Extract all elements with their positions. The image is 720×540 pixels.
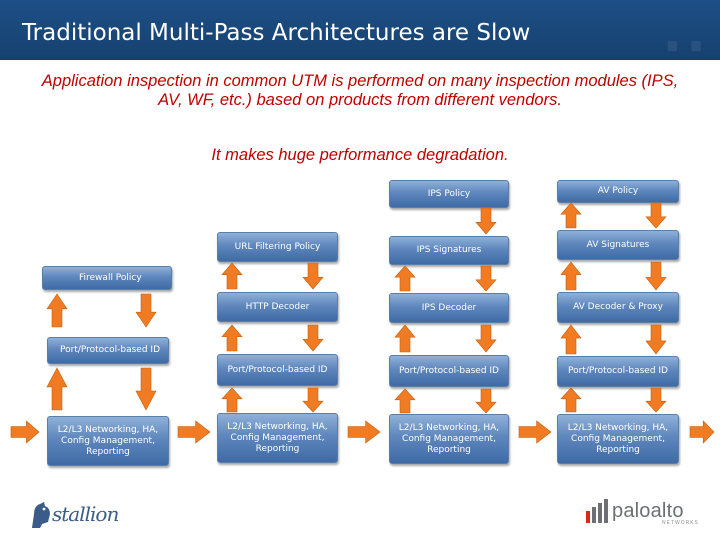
arrow-down: [302, 387, 324, 413]
arrow-down: [645, 261, 667, 291]
av-policy-box: AV Policy: [557, 180, 679, 203]
paloalto-bars-icon: [586, 499, 608, 523]
slide-title: Traditional Multi-Pass Architectures are…: [22, 20, 531, 46]
ips-base-box: L2/L3 Networking, HA, Config Management,…: [389, 414, 509, 464]
ips-policy-box: IPS Policy: [389, 180, 509, 208]
arrow-up: [221, 324, 243, 352]
arrow-down: [475, 324, 497, 353]
title-decoration: ..: [662, 4, 710, 64]
av-signatures-box: AV Signatures: [557, 230, 679, 260]
arrow-up: [560, 387, 582, 413]
arrow-right: [347, 420, 381, 444]
http-decoder-box: HTTP Decoder: [217, 292, 338, 322]
l2l3-base-box: L2/L3 Networking, HA, Config Management,…: [47, 416, 169, 466]
paloalto-logo: paloalto: [612, 500, 684, 522]
arrow-right: [177, 420, 211, 444]
url-base-box: L2/L3 Networking, HA, Config Management,…: [217, 413, 338, 463]
paloalto-networks-label: NETWORKS: [662, 520, 699, 526]
arrow-up: [221, 262, 243, 290]
arrow-down: [645, 387, 667, 413]
arrow-up: [46, 293, 68, 328]
av-port-id-box: Port/Protocol-based ID: [557, 356, 679, 387]
ips-decoder-box: IPS Decoder: [389, 293, 509, 323]
arrow-up: [221, 387, 243, 413]
arrow-up: [560, 202, 582, 229]
arrow-down: [645, 202, 667, 229]
arrow-up: [560, 324, 582, 355]
arrow-down: [475, 207, 497, 235]
stallion-logo: stallion: [52, 502, 119, 526]
arrow-down: [135, 367, 157, 411]
arrow-right: [689, 420, 715, 444]
slide-subtitle: Application inspection in common UTM is …: [41, 72, 679, 109]
firewall-policy-box: Firewall Policy: [42, 266, 172, 290]
arrow-up: [394, 388, 416, 414]
arrow-right: [518, 420, 552, 444]
arrow-down: [475, 265, 497, 292]
ips-signatures-box: IPS Signatures: [389, 236, 509, 265]
arrow-down: [475, 388, 497, 414]
title-bar: .. Traditional Multi-Pass Architectures …: [0, 0, 720, 64]
slide-emphasis: It makes huge performance degradation.: [211, 146, 509, 164]
arrow-up: [394, 324, 416, 353]
arrow-down: [645, 324, 667, 355]
arrow-down: [302, 262, 324, 290]
av-base-box: L2/L3 Networking, HA, Config Management,…: [557, 414, 679, 464]
url-port-id-box: Port/Protocol-based ID: [217, 354, 338, 386]
av-decoder-box: AV Decoder & Proxy: [557, 292, 679, 323]
arrow-up: [46, 367, 68, 411]
arrow-down: [135, 293, 157, 328]
url-filtering-policy-box: URL Filtering Policy: [217, 232, 338, 262]
arrow-right: [10, 420, 40, 444]
ips-port-id-box: Port/Protocol-based ID: [389, 355, 509, 387]
port-protocol-id-box: Port/Protocol-based ID: [47, 337, 169, 364]
arrow-up: [394, 265, 416, 292]
stallion-horse-icon: [32, 502, 50, 528]
arrow-up: [560, 261, 582, 291]
arrow-down: [302, 324, 324, 352]
